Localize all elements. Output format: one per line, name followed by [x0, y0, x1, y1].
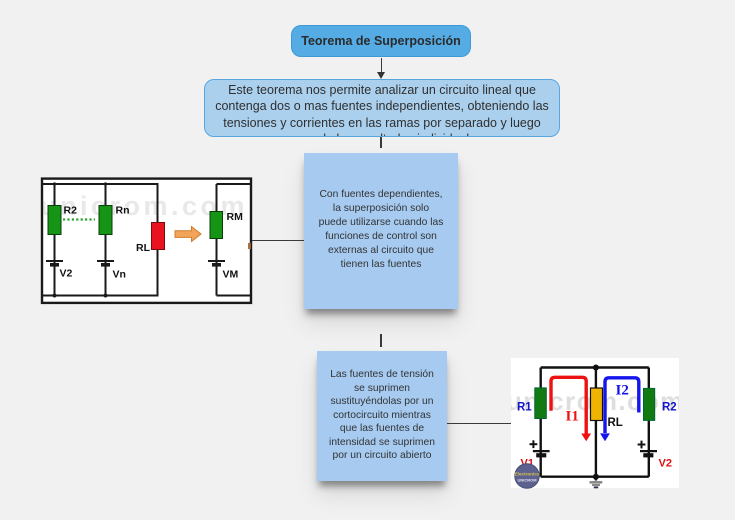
- svg-text:RL: RL: [136, 242, 151, 254]
- svg-text:Electronica: Electronica: [515, 472, 540, 477]
- svg-text:R1: R1: [517, 402, 532, 414]
- svg-text:R2: R2: [64, 205, 78, 217]
- svg-text:I2: I2: [616, 383, 629, 399]
- svg-text:UNICROM: UNICROM: [517, 478, 537, 483]
- svg-text:Vn: Vn: [113, 269, 126, 281]
- svg-text:VM: VM: [223, 269, 239, 281]
- svg-text:V2: V2: [659, 458, 672, 470]
- svg-text:Rn: Rn: [116, 205, 130, 217]
- svg-text:I1: I1: [566, 409, 579, 425]
- svg-text:R2: R2: [662, 402, 677, 414]
- svg-text:RL: RL: [608, 417, 623, 429]
- svg-text:V2: V2: [60, 268, 73, 280]
- svg-text:RM: RM: [227, 211, 244, 223]
